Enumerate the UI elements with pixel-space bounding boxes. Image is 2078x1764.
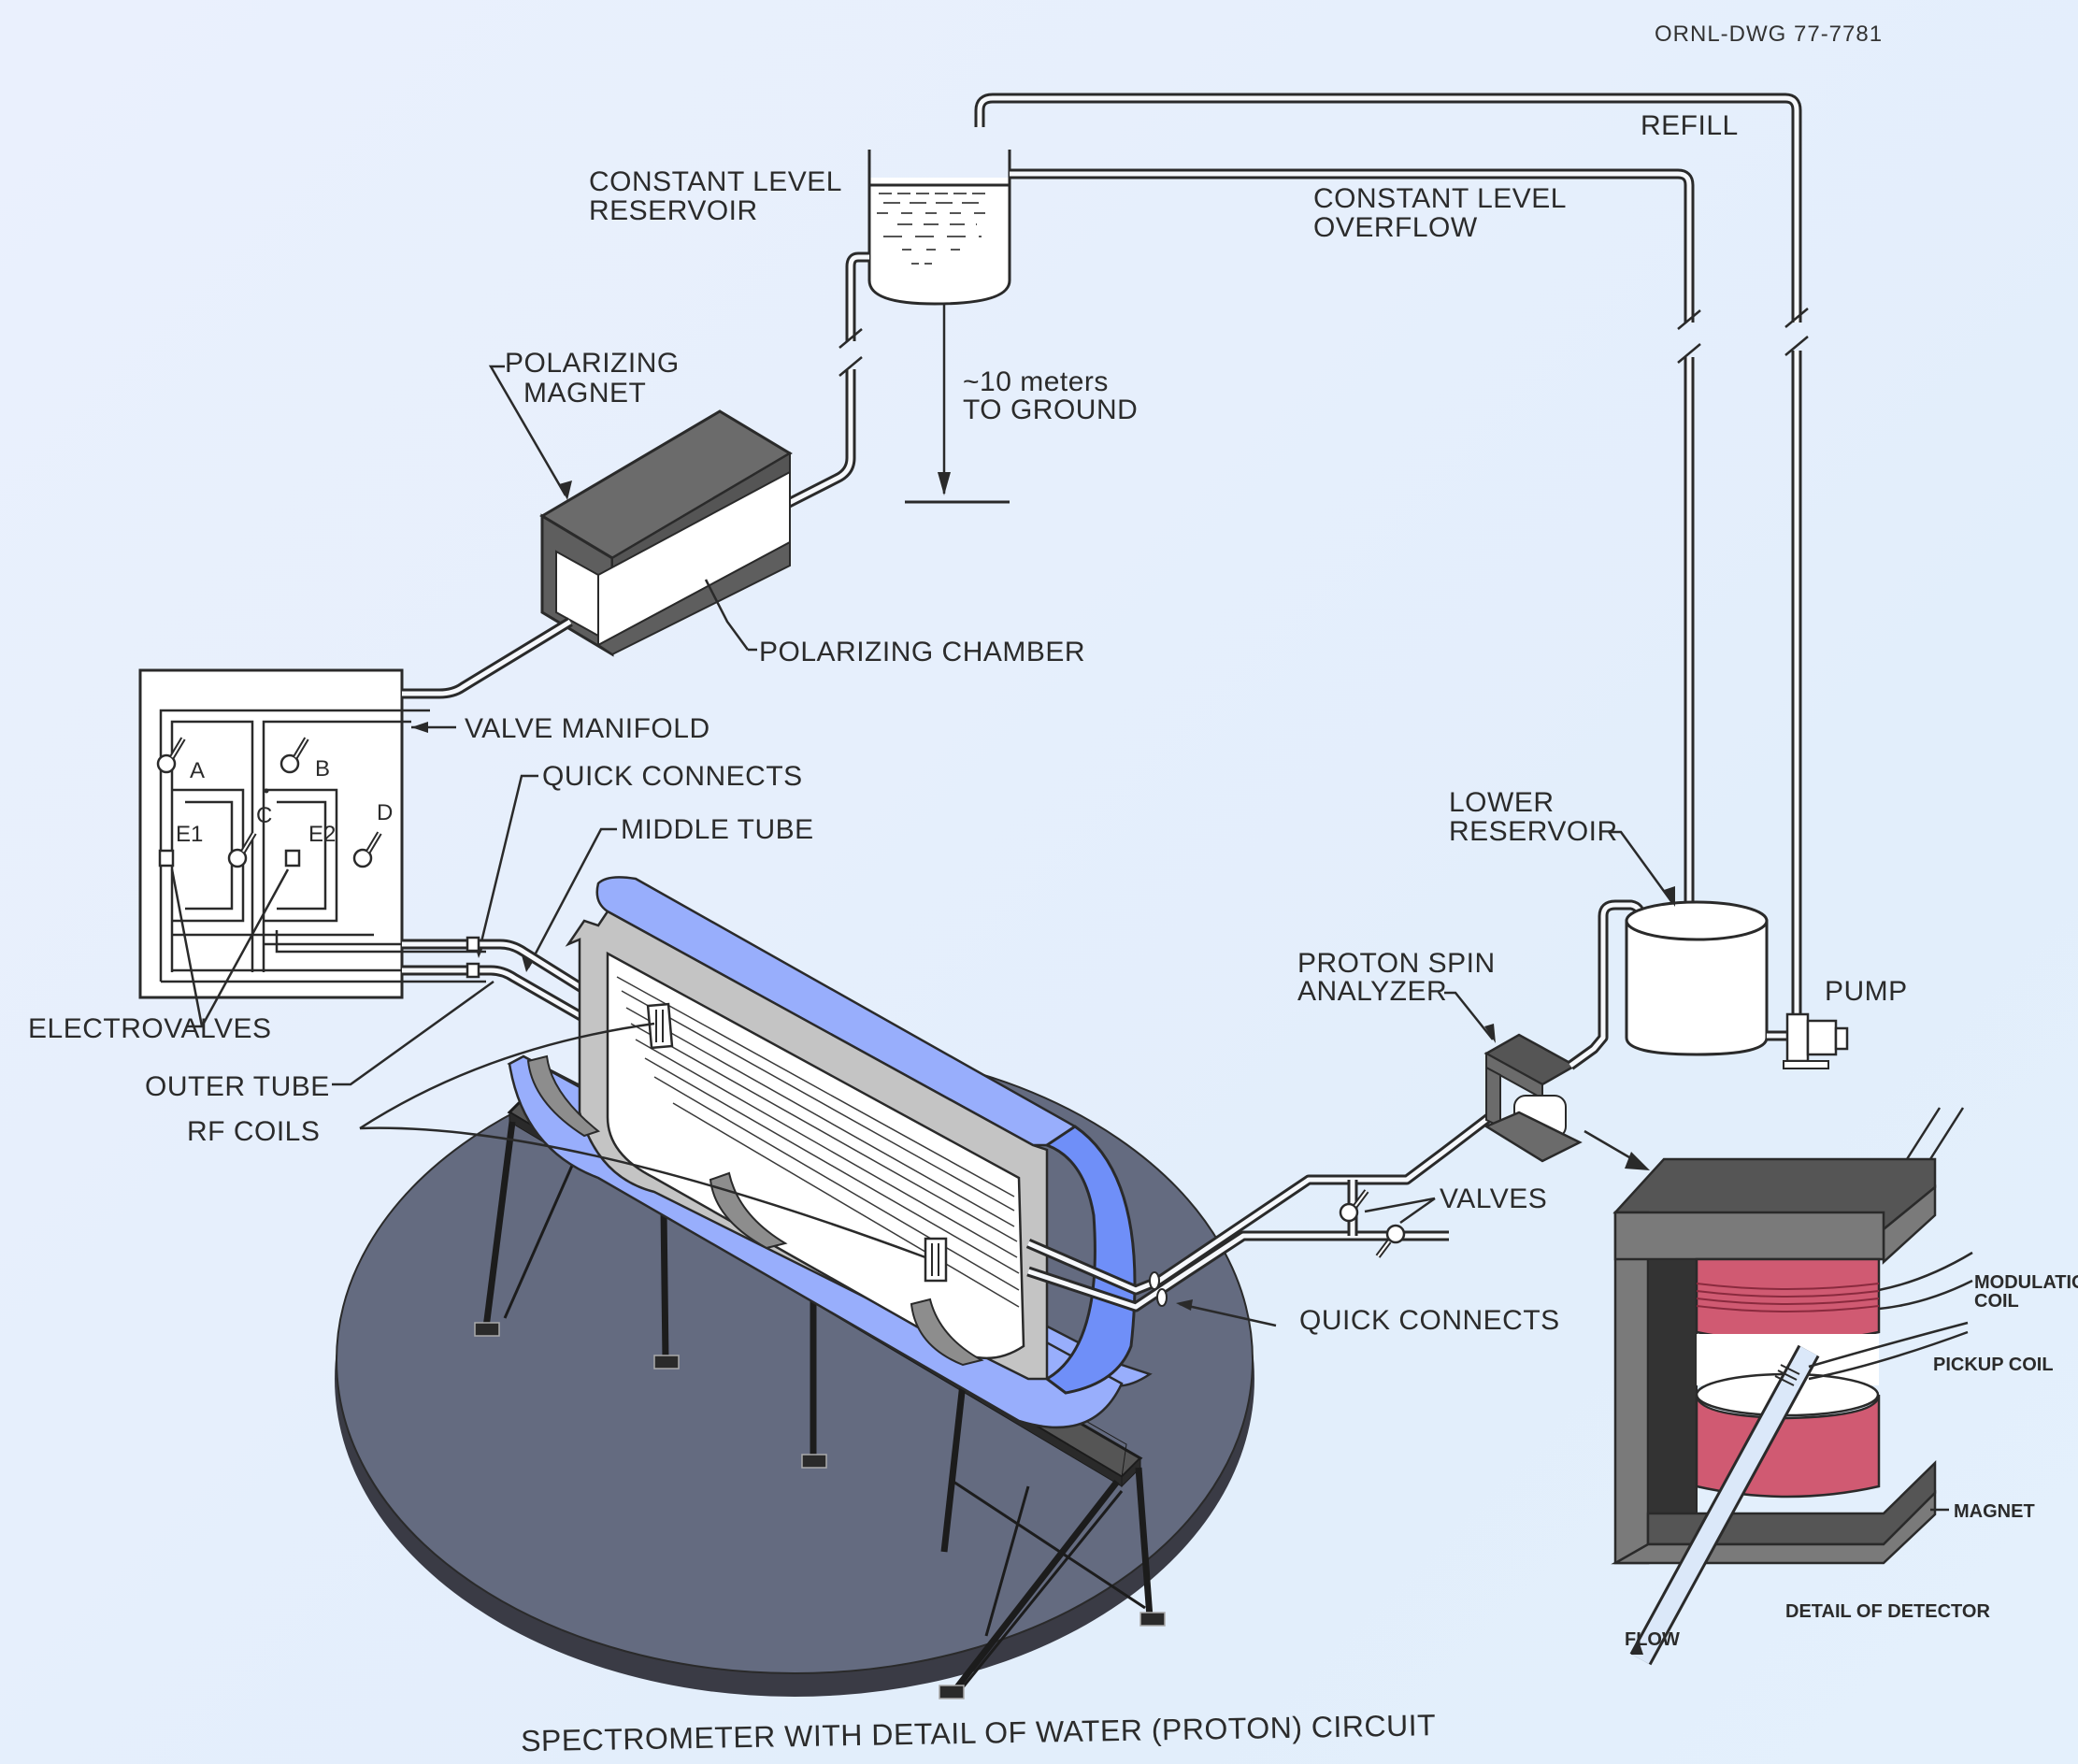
quick-connects-bottom-label: QUICK CONNECTS [1299,1305,1560,1336]
electrovalves-label: ELECTROVALVES [28,1013,271,1044]
reservoir-label-line2: RESERVOIR [589,195,758,226]
detail-of-detector-label: DETAIL OF DETECTOR [1785,1601,1990,1622]
coil-windings [1696,1283,1880,1312]
constant-level-reservoir [867,150,1011,306]
analyzer-label-line2: ANALYZER [1297,976,1447,1007]
modulation-coil-label-line1: MODULATION [1974,1272,2078,1293]
spectrometer-tube [507,876,1153,1429]
valve-e2-label: E2 [308,822,336,847]
manifold-outlet-pipes [402,936,601,1025]
flow-label: FLOW [1625,1629,1680,1650]
overflow-label-line1: CONSTANT LEVEL [1313,183,1567,214]
arrow-down-icon [938,472,951,495]
arrow-icon [1625,1152,1650,1170]
valve-d-label: D [377,800,393,825]
valve-manifold [138,668,486,999]
polarizing-chamber-label: POLARIZING CHAMBER [759,637,1085,667]
middle-tube-label: MIDDLE TUBE [621,814,814,845]
refill-pipe [974,93,1809,1033]
arrow-left-icon [411,722,428,733]
lower-reservoir-leader [1610,830,1675,905]
quick-connect-fitting [1149,1271,1160,1290]
valve-c [227,831,257,868]
quick-connect-fitting [466,936,480,953]
proton-spin-analyzer [1483,1033,1583,1163]
valve-d [352,831,382,868]
quick-connects-top-label: QUICK CONNECTS [542,761,803,792]
water-level-marks [877,193,996,265]
valve-b-label: B [315,756,330,782]
outlet-valve [1375,1224,1406,1258]
polarizing-magnet-leader [488,365,567,496]
flow-arrow-icon [1631,1638,1643,1655]
polarizing-chamber-leader [704,579,750,651]
tube-texture [616,976,1020,1308]
supply-pipe [782,251,869,509]
quick-connects-bottom-leader [1179,1302,1277,1327]
valve-a-label: A [190,758,205,783]
detector-detail [1611,1107,1973,1666]
lower-reservoir-label-line2: RESERVOIR [1449,816,1618,847]
lower-reservoir-label-line1: LOWER [1449,787,1555,818]
polarizing-magnet [539,409,793,657]
pickup-coil-label: PICKUP COIL [1933,1355,2054,1375]
outer-tube-label: OUTER TUBE [145,1071,330,1102]
analyzer-leader [1444,991,1494,1040]
polarizer-outlet-pipe [393,617,573,699]
pump [1767,1012,1849,1069]
rf-coils-label: RF COILS [187,1116,320,1147]
outlet-valve [1339,1189,1369,1223]
rf-coils-leader-1 [359,1022,655,1130]
polarizing-magnet-label-line1: POLARIZING [505,348,680,379]
height-label-line2: TO GROUND [963,394,1138,425]
analyzer-label-line1: PROTON SPIN [1297,948,1496,979]
valve-a [156,737,186,774]
rf-coil [924,1237,948,1283]
valve-e1-label: E1 [176,822,203,847]
quick-connects-top-leader [477,774,538,954]
pickup-coil-windings [1774,1364,1800,1386]
reservoir-label-line1: CONSTANT LEVEL [589,166,842,197]
arrow-icon [559,480,572,500]
electrovalve-e2 [284,849,301,868]
valve-c-label: C [256,803,272,828]
refill-label: REFILL [1641,110,1739,141]
lower-reservoir [1625,900,1769,1056]
height-marker [905,304,1010,504]
valves-leader-1 [1364,1197,1436,1213]
valve-b [279,737,309,774]
drawing-number: ORNL-DWG 77-7781 [1655,22,1883,47]
pump-label: PUMP [1825,976,1908,1007]
rf-coil [646,1002,674,1050]
figure-caption: SPECTROMETER WITH DETAIL OF WATER (PROTO… [521,1708,1437,1757]
magnet-label: MAGNET [1954,1501,2035,1522]
outlet-pipes [1025,1108,1499,1312]
electrovalve-e1 [158,849,175,868]
valve-manifold-label: VALVE MANIFOLD [465,713,710,744]
valves-label: VALVES [1440,1183,1547,1214]
middle-tube-leader [526,827,617,968]
quick-connect-fitting [1156,1288,1168,1307]
overflow-pipe [1010,168,1701,911]
overflow-label-line2: OVERFLOW [1313,212,1478,243]
polarizing-magnet-label-line2: MAGNET [523,378,646,409]
quick-connect-fitting [466,962,480,979]
electrovalves-leader-2 [200,868,290,1027]
modulation-coil-label-line2: COIL [1974,1291,2019,1312]
height-label-line1: ~10 meters [963,366,1109,397]
outer-tube-leader [332,980,494,1086]
rf-coils-leader-2 [359,1126,926,1259]
valves-leader-2 [1399,1197,1436,1225]
